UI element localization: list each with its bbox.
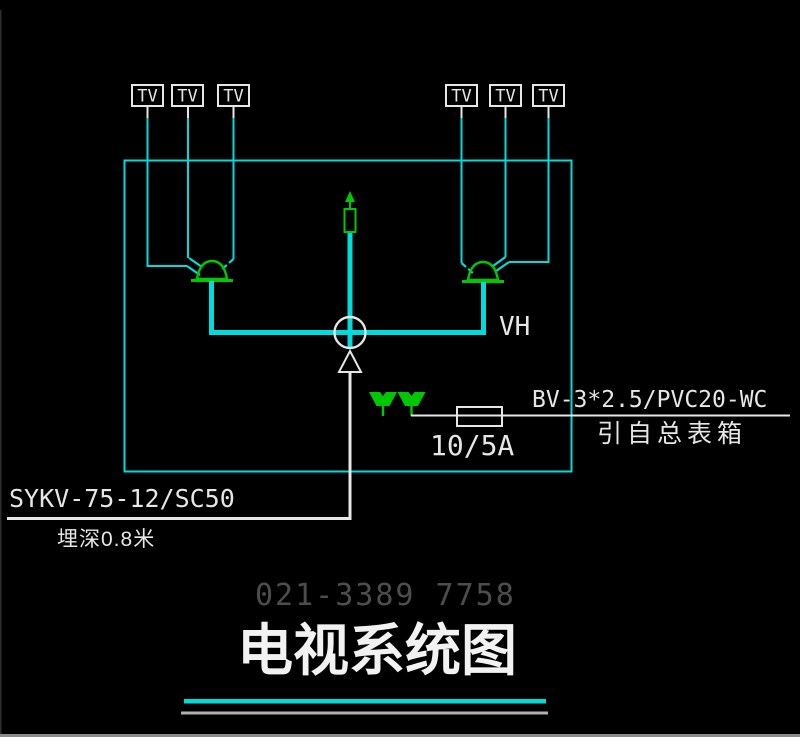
power-spec-label: BV-3*2.5/PVC20-WC — [532, 387, 767, 413]
tv-label: TV — [538, 87, 558, 107]
tv-outlet-left-2 — [171, 84, 204, 118]
splitter-input-tick — [188, 257, 203, 268]
phone-number: 021-3389 7758 — [255, 578, 516, 613]
antenna-element — [343, 207, 357, 234]
splitter-input-tick — [219, 258, 235, 272]
tv-outlet-right-2 — [489, 84, 522, 118]
trunk-bus — [209, 231, 486, 348]
coax-drops-left — [146, 118, 235, 276]
coax-drop-line — [146, 118, 187, 268]
fuse-circuit — [411, 406, 790, 427]
tv-label: TV — [177, 87, 197, 107]
enclosure-box — [123, 159, 573, 473]
power-socket-symbols — [369, 392, 426, 416]
incoming-cable — [7, 348, 363, 520]
coax-drop-line — [509, 118, 550, 264]
splitter-input-tick — [495, 261, 510, 272]
splitter-symbol-right — [462, 260, 504, 283]
tv-label: TV — [223, 87, 243, 107]
tv-outlet-right-1 — [445, 84, 478, 118]
splitter-input-tick — [460, 262, 475, 275]
socket-symbol — [397, 392, 426, 406]
window-left-edge — [0, 10, 2, 737]
vh-label: VH — [499, 312, 530, 342]
tv-label: TV — [495, 87, 515, 107]
title-underline-gray — [181, 711, 548, 715]
fuse-symbol — [456, 406, 503, 427]
tv-outlet-left-3 — [217, 84, 250, 118]
tv-outlet-left-1 — [131, 84, 164, 118]
window-bottom-edge — [0, 734, 800, 737]
tv-outlet-right-3 — [532, 84, 565, 118]
up-arrow-icon — [345, 191, 355, 202]
amplifier-symbol — [333, 315, 367, 350]
coax-drops-right — [460, 118, 550, 275]
bury-depth-label: 埋深0.8米 — [57, 528, 155, 551]
splitter-dome — [466, 260, 500, 282]
power-source-label: 引自总表箱 — [597, 420, 747, 448]
title-underline-cyan — [184, 699, 546, 704]
splitter-input-tick — [492, 256, 507, 267]
splitter-dome — [195, 259, 229, 281]
splitter-symbol-left — [191, 259, 233, 282]
fuse-rating-label: 10/5A — [430, 429, 514, 462]
drawing-title: 电视系统图 — [237, 619, 517, 682]
cable-spec-label: SYKV-75-12/SC50 — [9, 484, 235, 513]
up-arrow-outline-icon — [337, 348, 363, 373]
tv-label: TV — [137, 87, 157, 107]
tv-label: TV — [451, 87, 471, 107]
socket-symbol — [369, 392, 397, 406]
antenna-symbol — [343, 191, 357, 234]
